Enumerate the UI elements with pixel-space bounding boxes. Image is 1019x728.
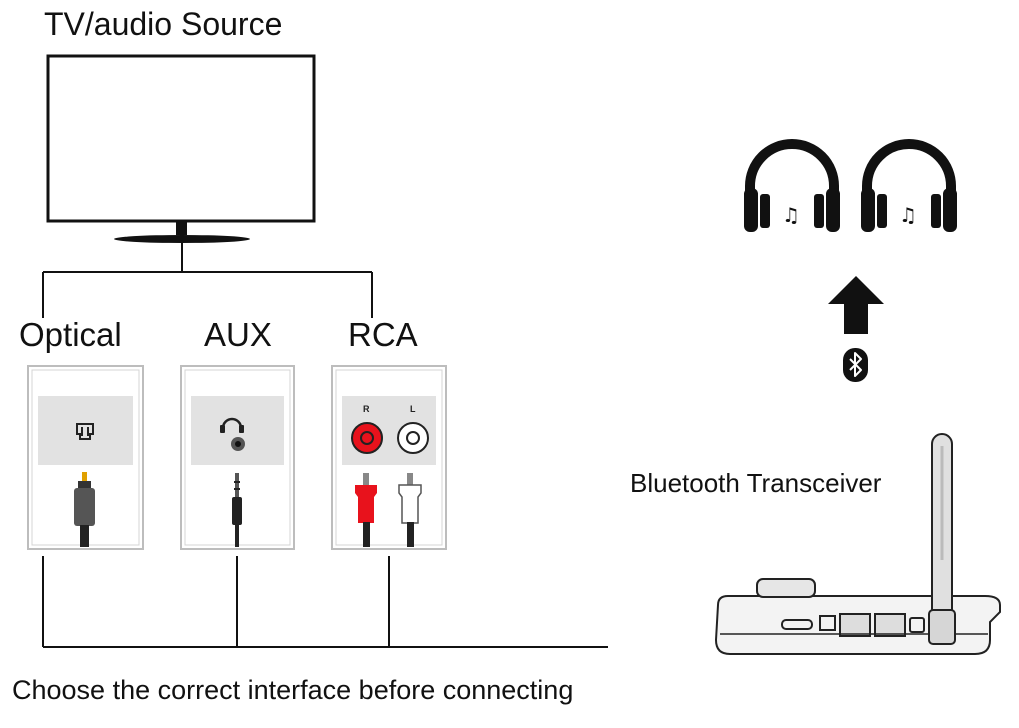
- transceiver-input-lines: [42, 556, 608, 648]
- tv-icon: [46, 54, 316, 243]
- optical-label: Optical: [19, 316, 122, 353]
- transceiver-label: Bluetooth Transceiver: [630, 468, 882, 498]
- rca-left-channel-label: L: [410, 404, 416, 414]
- headphone-jack-icon: [220, 417, 245, 451]
- optical-panel: [27, 365, 144, 550]
- svg-text:♫: ♫: [782, 203, 800, 227]
- aux-panel: [180, 365, 295, 550]
- rca-white-cable-icon: [398, 473, 422, 547]
- bluetooth-transceiver-device: [714, 433, 1001, 655]
- footer-instruction: Choose the correct interface before conn…: [12, 675, 574, 705]
- rca-label: RCA: [348, 316, 418, 353]
- headphones-icon: ♫: [861, 139, 957, 232]
- aux-cable-icon: [232, 473, 242, 547]
- up-arrow-icon: [828, 276, 884, 334]
- headphones-icon: ♫: [744, 139, 840, 232]
- svg-text:♫: ♫: [899, 203, 917, 227]
- optical-cable-icon: [74, 472, 95, 547]
- tv-output-lines: [42, 243, 373, 318]
- rca-jack-icon: R L: [351, 404, 429, 454]
- rca-right-channel-label: R: [363, 404, 370, 414]
- rca-panel: R L: [331, 365, 447, 550]
- aux-label: AUX: [204, 316, 272, 353]
- rca-red-cable-icon: [355, 473, 377, 547]
- tv-source-title: TV/audio Source: [44, 6, 283, 42]
- bluetooth-icon: [843, 348, 868, 382]
- optical-port-icon: [76, 423, 94, 440]
